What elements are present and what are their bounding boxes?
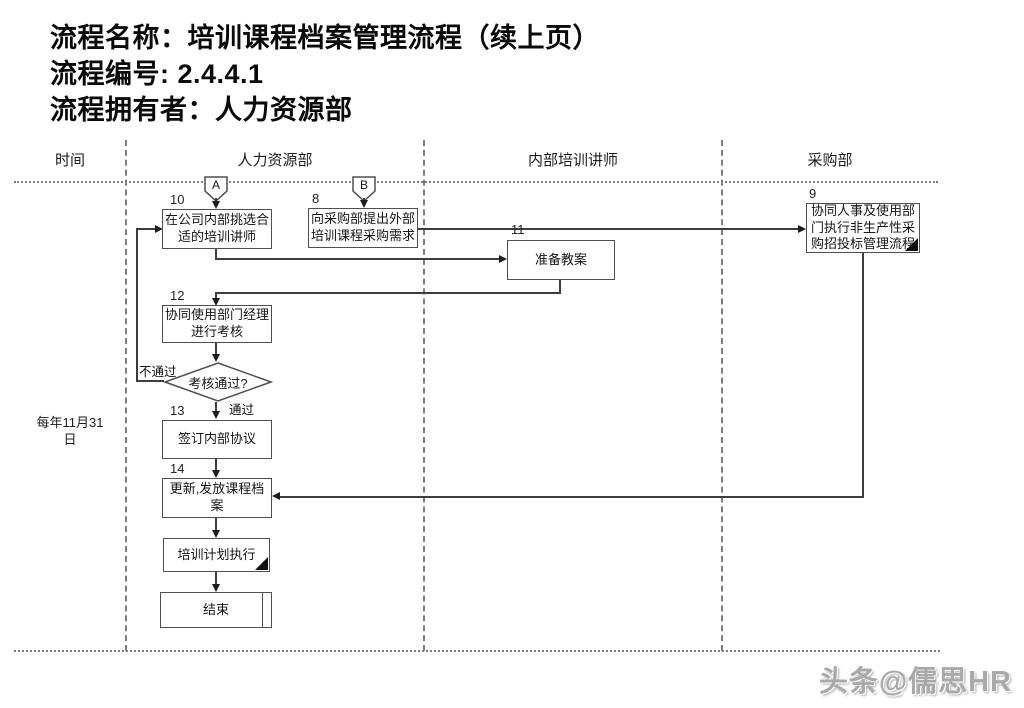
edge-11-to-12-v1	[559, 280, 561, 294]
edge-14-to-exec	[215, 518, 217, 531]
edge-13-to-14	[215, 459, 217, 471]
edge-label-pass: 通过	[228, 399, 256, 418]
step-number-11: 11	[511, 222, 525, 237]
node-select-internal-trainer: 在公司内部挑选合适的培训讲师	[162, 209, 272, 249]
edge-fail-h1	[136, 380, 164, 382]
time-note: 每年11月31日	[36, 415, 104, 447]
step-number-13: 13	[170, 403, 185, 418]
edge-11-to-12-h	[216, 292, 561, 294]
arrowhead-down-icon	[212, 530, 220, 538]
step-number-12: 12	[170, 288, 185, 303]
node-end-terminator: 结束	[160, 592, 272, 628]
decision-assessment-passed: 考核通过?	[163, 362, 273, 402]
lane-divider-3	[721, 140, 723, 651]
bottom-border-line	[14, 650, 940, 652]
node-update-distribute-course-archive: 更新,发放课程档案	[162, 478, 272, 518]
arrowhead-down-icon	[212, 470, 220, 478]
edge-11-to-12-v2	[215, 292, 217, 299]
arrowhead-right-icon	[499, 255, 507, 263]
edge-pass	[215, 402, 217, 412]
lane-divider-2	[423, 140, 425, 651]
arrowhead-down-icon	[212, 298, 220, 306]
node-training-plan-execution: 培训计划执行	[163, 538, 270, 572]
connector-a-label: A	[212, 178, 220, 192]
edge-9-to-14-v	[862, 253, 864, 498]
edge-exec-to-end	[215, 572, 217, 585]
step-number-8: 8	[312, 191, 320, 206]
edge-8-to-9	[418, 228, 799, 230]
offpage-connector-icon: A	[204, 176, 228, 202]
edge-10-to-11-h	[215, 258, 500, 260]
arrowhead-down-icon	[212, 584, 220, 592]
lane-header-trainer: 内部培训讲师	[527, 152, 618, 169]
node-nonproduction-bidding-process: 协同人事及使用部门执行非生产性采购招投标管理流程	[806, 203, 920, 253]
process-owner: 流程拥有者：人力资源部	[50, 95, 353, 125]
subprocess-corner-icon	[255, 557, 268, 570]
arrowhead-right-icon	[798, 225, 806, 233]
offpage-connector-b: B	[352, 176, 376, 202]
header-separator-line	[14, 181, 938, 183]
process-number: 流程编号: 2.4.4.1	[50, 59, 264, 89]
arrowhead-right-icon	[155, 225, 163, 233]
node-prepare-lesson-plan: 准备教案	[507, 240, 615, 280]
lane-divider-1	[125, 140, 127, 651]
node-sign-internal-agreement: 签订内部协议	[162, 420, 272, 459]
step-number-10: 10	[170, 192, 185, 207]
watermark-toutiao-rusi-hr: 头条@儒思HR	[818, 666, 1012, 698]
edge-10-to-11-v	[215, 249, 217, 260]
node-assessment-with-dept-manager: 协同使用部门经理进行考核	[162, 305, 272, 343]
edge-fail-v	[136, 228, 138, 382]
title-block: 流程名称：培训课程档案管理流程（续上页） 流程编号: 2.4.4.1 流程拥有者…	[50, 20, 600, 128]
lane-header-time: 时间	[54, 152, 85, 169]
arrowhead-down-icon	[212, 411, 220, 419]
edge-fail-h2	[136, 228, 156, 230]
node-external-course-purchase-request: 向采购部提出外部培训课程采购需求	[308, 208, 418, 248]
process-name: 流程名称：培训课程档案管理流程（续上页）	[50, 23, 600, 53]
offpage-connector-a: A	[204, 176, 228, 202]
lane-header-purchasing: 采购部	[807, 152, 853, 169]
step-number-14: 14	[170, 461, 185, 476]
arrowhead-down-icon	[212, 354, 220, 362]
offpage-connector-icon: B	[352, 176, 376, 202]
edge-9-to-14-h	[280, 496, 864, 498]
arrowhead-left-icon	[272, 492, 280, 500]
connector-b-label: B	[360, 178, 368, 192]
edge-12-to-decision	[215, 343, 217, 355]
edge-label-fail: 不通过	[138, 361, 178, 380]
terminator-inner-line	[261, 593, 263, 627]
arrowhead-down-icon	[360, 200, 368, 208]
step-number-9: 9	[809, 186, 817, 201]
lane-header-hr: 人力资源部	[237, 152, 313, 169]
diamond-shape-icon	[163, 362, 273, 402]
arrowhead-down-icon	[212, 201, 220, 209]
edge-a-to-10	[215, 198, 217, 203]
